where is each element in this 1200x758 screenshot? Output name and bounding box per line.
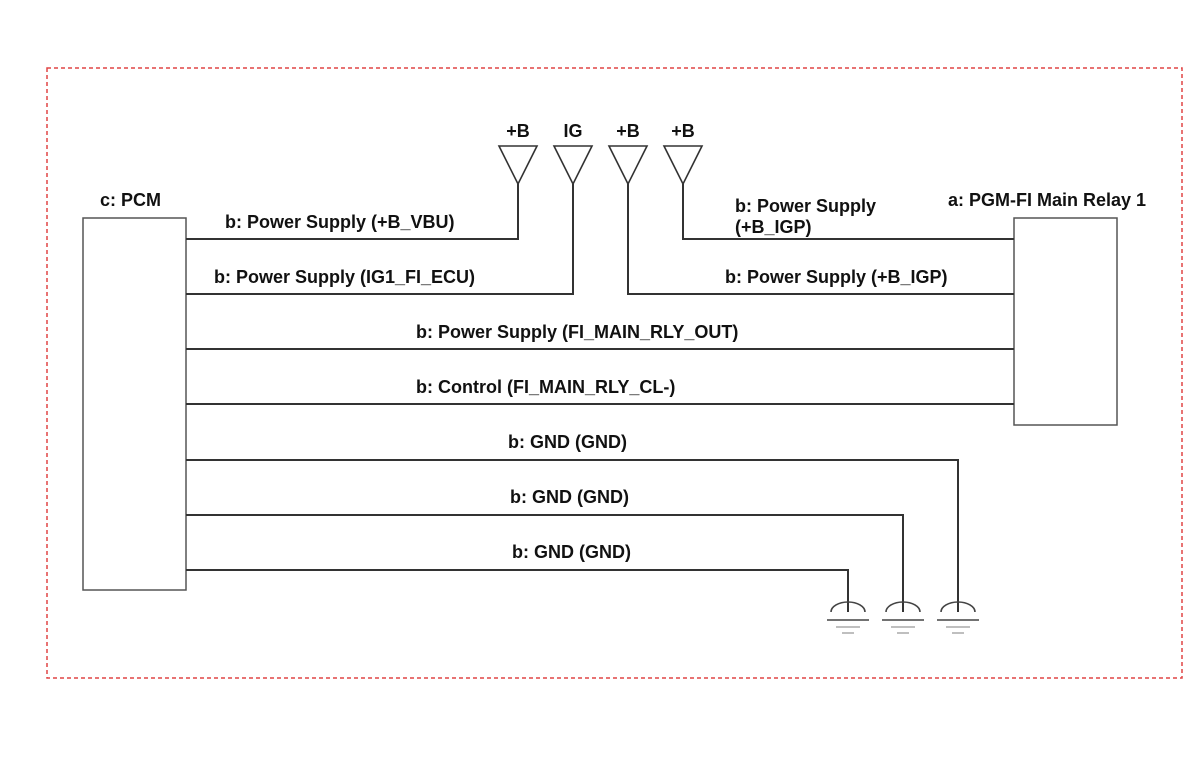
wire-label-ig1: b: Power Supply (IG1_FI_ECU) <box>214 267 475 287</box>
wire-label-main-out: b: Power Supply (FI_MAIN_RLY_OUT) <box>416 322 738 342</box>
ground-icon <box>827 601 869 634</box>
wire-vbu[interactable] <box>186 184 519 240</box>
power-supply-triangle-icon <box>552 145 594 186</box>
ground-icon <box>882 601 924 634</box>
wire-igp-top[interactable] <box>682 184 1014 240</box>
pcm-box[interactable] <box>82 217 187 591</box>
relay-label: a: PGM-FI Main Relay 1 <box>948 190 1146 210</box>
power-supply-triangle-icon <box>497 145 539 186</box>
wire-label-igp-top-1: b: Power Supply <box>735 196 876 216</box>
wire-ig1[interactable] <box>186 184 574 295</box>
wire-label-vbu: b: Power Supply (+B_VBU) <box>225 212 455 232</box>
wire-label-igp-top-2: (+B_IGP) <box>735 217 812 237</box>
wire-label-gnd-1: b: GND (GND) <box>508 432 627 452</box>
power-supply-triangle-icon <box>662 145 704 186</box>
power-supply-triangle-icon <box>607 145 649 186</box>
wire-label-igp: b: Power Supply (+B_IGP) <box>725 267 948 287</box>
supply-label-ig: IG <box>563 121 582 141</box>
diagram-frame <box>46 67 1183 679</box>
wire-gnd-1[interactable] <box>186 459 959 612</box>
wire-label-gnd-3: b: GND (GND) <box>512 542 631 562</box>
wire-gnd-2[interactable] <box>186 514 904 612</box>
wire-igp[interactable] <box>627 184 1014 295</box>
wire-label-control: b: Control (FI_MAIN_RLY_CL-) <box>416 377 675 397</box>
supply-label-b2: +B <box>616 121 640 141</box>
relay-box[interactable] <box>1013 217 1118 426</box>
ground-icon <box>937 601 979 634</box>
wire-gnd-3[interactable] <box>186 569 849 612</box>
pcm-label: c: PCM <box>100 190 161 210</box>
supply-label-b1: +B <box>506 121 530 141</box>
supply-label-b3: +B <box>671 121 695 141</box>
wire-label-gnd-2: b: GND (GND) <box>510 487 629 507</box>
